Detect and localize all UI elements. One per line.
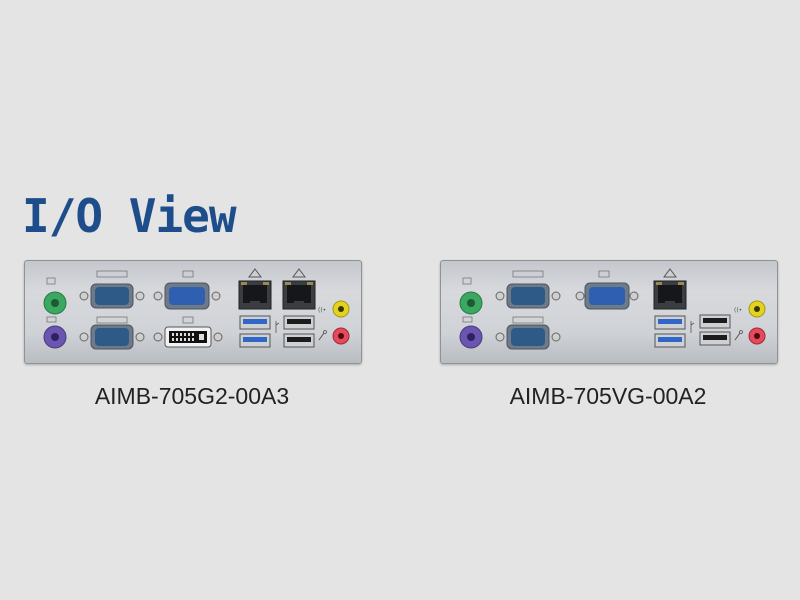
usb-port-bottom [283,333,315,348]
usb-port-bottom [699,331,731,346]
usb-port-top [283,315,315,330]
board-model-label-1: AIMB-705G2-00A3 [94,383,290,409]
dvi-port [153,316,223,348]
audio-mic-jack [734,327,766,345]
audio-line-in-jack: ((• [318,300,350,318]
com-port-2 [79,316,145,350]
usb3-port-bottom [654,333,686,348]
usb3-icon [690,321,695,333]
svg-text:((•: ((• [734,307,742,314]
io-panel-illustration: ((• [43,268,350,350]
io-panel-illustration: ((• [459,268,766,350]
audio-line-in-jack: ((• [734,300,766,318]
com-port-1 [495,270,561,309]
io-panel-aimb-705g2: ((• [24,260,362,364]
com-port-1 [79,270,145,309]
board-model-label-2: AIMB-705VG-00A2 [509,383,707,409]
usb3-icon [275,321,280,333]
vga-port [575,270,639,310]
usb-port-top [699,314,731,329]
usb3-port-top [239,315,271,330]
lan-port-1 [653,268,687,310]
page-title: I/O View [22,189,237,243]
lan-port-1 [238,268,272,310]
usb3-port-top [654,315,686,330]
ps2-mouse-port [43,277,67,315]
ps2-mouse-port [459,277,483,315]
audio-mic-jack [318,327,350,345]
ps2-keyboard-port [43,316,67,349]
svg-text:((•: ((• [318,307,326,314]
usb3-port-bottom [239,333,271,348]
io-panel-aimb-705vg: ((• [440,260,778,364]
ps2-keyboard-port [459,316,483,349]
com-port-2 [495,316,561,350]
vga-port [153,270,221,310]
lan-port-2 [282,268,316,310]
